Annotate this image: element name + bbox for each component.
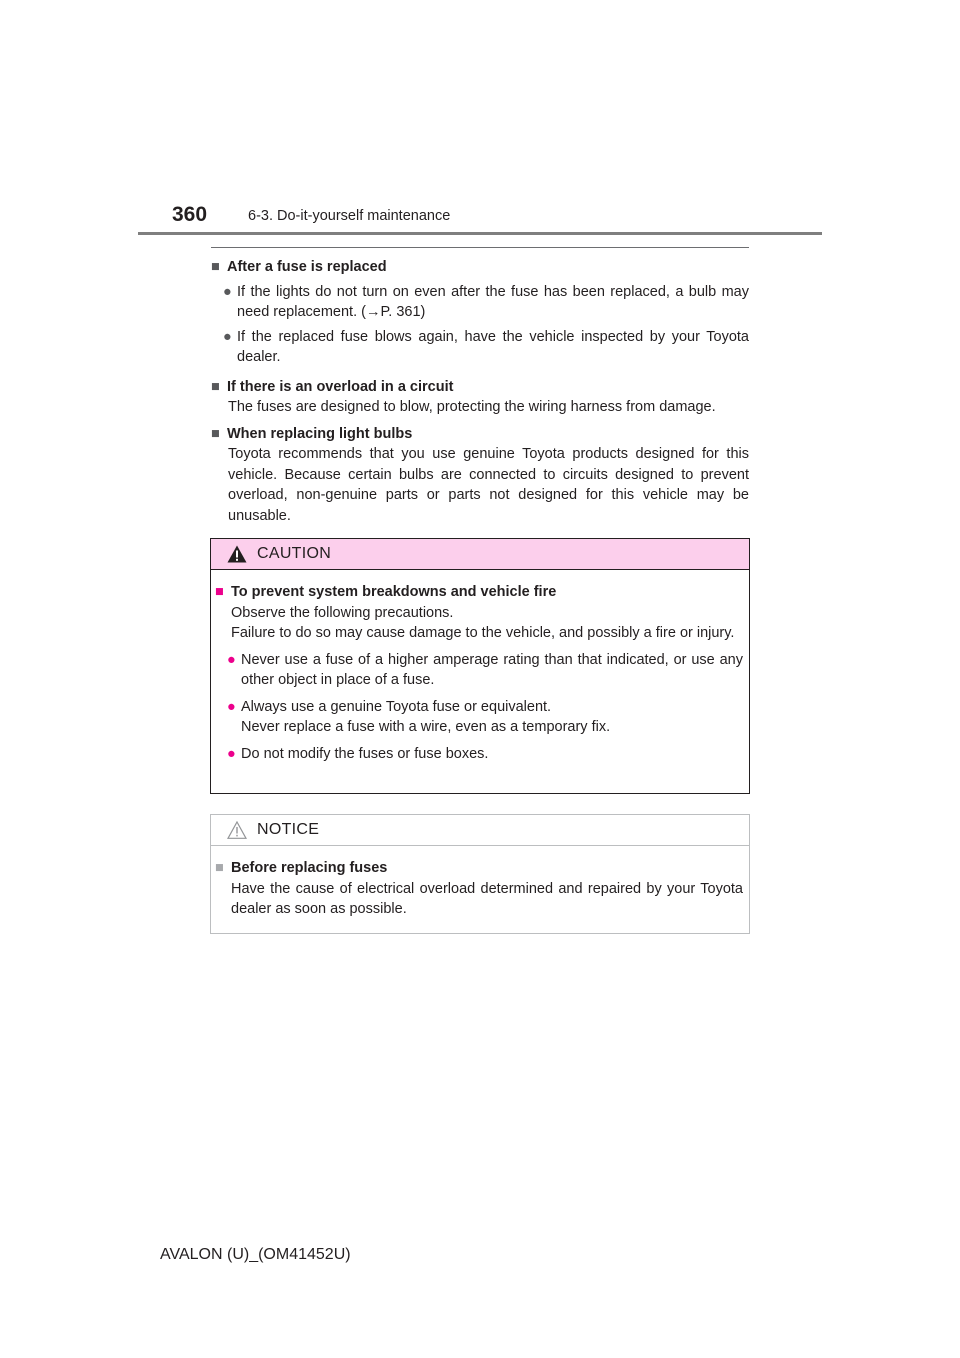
bullet-text: Never use a fuse of a higher amperage ra…: [241, 651, 743, 689]
footer-model: AVALON (U)_(OM41452U): [160, 1246, 351, 1263]
notice-body: ■ Before replacing fuses Have the cause …: [211, 846, 749, 920]
section-title: 6-3. Do-it-yourself maintenance: [248, 208, 451, 224]
bullet-text: If the replaced fuse blows again, have t…: [237, 328, 749, 366]
caution-heading: ■ To prevent system breakdowns and vehic…: [215, 582, 743, 603]
dot-bullet-icon: ●: [223, 283, 232, 300]
page-number: 360: [172, 203, 208, 226]
square-bullet-icon: ■: [215, 860, 224, 876]
dot-bullet-icon: ●: [227, 745, 236, 762]
square-bullet-icon: ■: [211, 259, 220, 275]
section-heading: ■ After a fuse is replaced: [211, 257, 749, 278]
bullet-item: ● Never use a fuse of a higher amperage …: [215, 650, 743, 691]
dot-bullet-icon: ●: [223, 328, 232, 345]
heading-text: When replacing light bulbs: [227, 425, 413, 442]
square-bullet-icon: ■: [211, 378, 220, 395]
warning-outline-icon: [227, 821, 247, 839]
bullet-text: Never replace a fuse with a wire, even a…: [241, 719, 611, 735]
bullet-item: ● Always use a genuine Toyota fuse or eq…: [215, 697, 743, 738]
caution-body: ■ To prevent system breakdowns and vehic…: [211, 570, 749, 764]
square-bullet-icon: ■: [211, 425, 220, 442]
paragraph: Failure to do so may cause damage to the…: [231, 625, 735, 641]
notice-heading: ■ Before replacing fuses: [215, 858, 743, 879]
bullet-text: Always use a genuine Toyota fuse or equi…: [241, 698, 552, 715]
dot-bullet-icon: ●: [227, 698, 236, 715]
heading-text: If there is an overload in a circuit: [227, 378, 454, 395]
paragraph: Toyota recommends that you use genuine T…: [228, 446, 749, 524]
heading-text: To prevent system breakdowns and vehicle…: [231, 584, 557, 600]
bullet-text-group: Always use a genuine Toyota fuse or equi…: [241, 697, 610, 738]
bullet-text: Do not modify the fuses or fuse boxes.: [241, 745, 489, 762]
notice-header: NOTICE: [211, 815, 749, 846]
caution-header: CAUTION: [211, 539, 749, 570]
bullet-text: If the lights do not turn on even after …: [237, 283, 749, 321]
dot-bullet-icon: ●: [227, 651, 236, 668]
paragraph: Have the cause of electrical overload de…: [231, 880, 743, 918]
warning-icon: [227, 545, 247, 563]
notice-box: NOTICE ■ Before replacing fuses Have the…: [210, 814, 750, 934]
bullet-item: ● Do not modify the fuses or fuse boxes.: [215, 744, 743, 765]
paragraph: Observe the following precautions.: [231, 604, 454, 621]
paragraph: The fuses are designed to blow, protecti…: [228, 399, 716, 415]
heading-text: Before replacing fuses: [231, 860, 388, 876]
bullet-item: ● If the lights do not turn on even afte…: [211, 282, 749, 323]
caution-label: CAUTION: [257, 544, 332, 562]
square-bullet-icon: ■: [215, 584, 224, 600]
caution-box: CAUTION ■ To prevent system breakdowns a…: [210, 538, 750, 794]
bullet-item: ● If the replaced fuse blows again, have…: [211, 327, 749, 368]
header-rule: [138, 232, 822, 235]
heading-text: After a fuse is replaced: [227, 259, 387, 275]
section-heading: ■ If there is an overload in a circuit: [211, 377, 749, 398]
notice-label: NOTICE: [257, 820, 320, 838]
main-content: ■ After a fuse is replaced ● If the ligh…: [211, 247, 749, 526]
section-heading: ■ When replacing light bulbs: [211, 424, 749, 445]
